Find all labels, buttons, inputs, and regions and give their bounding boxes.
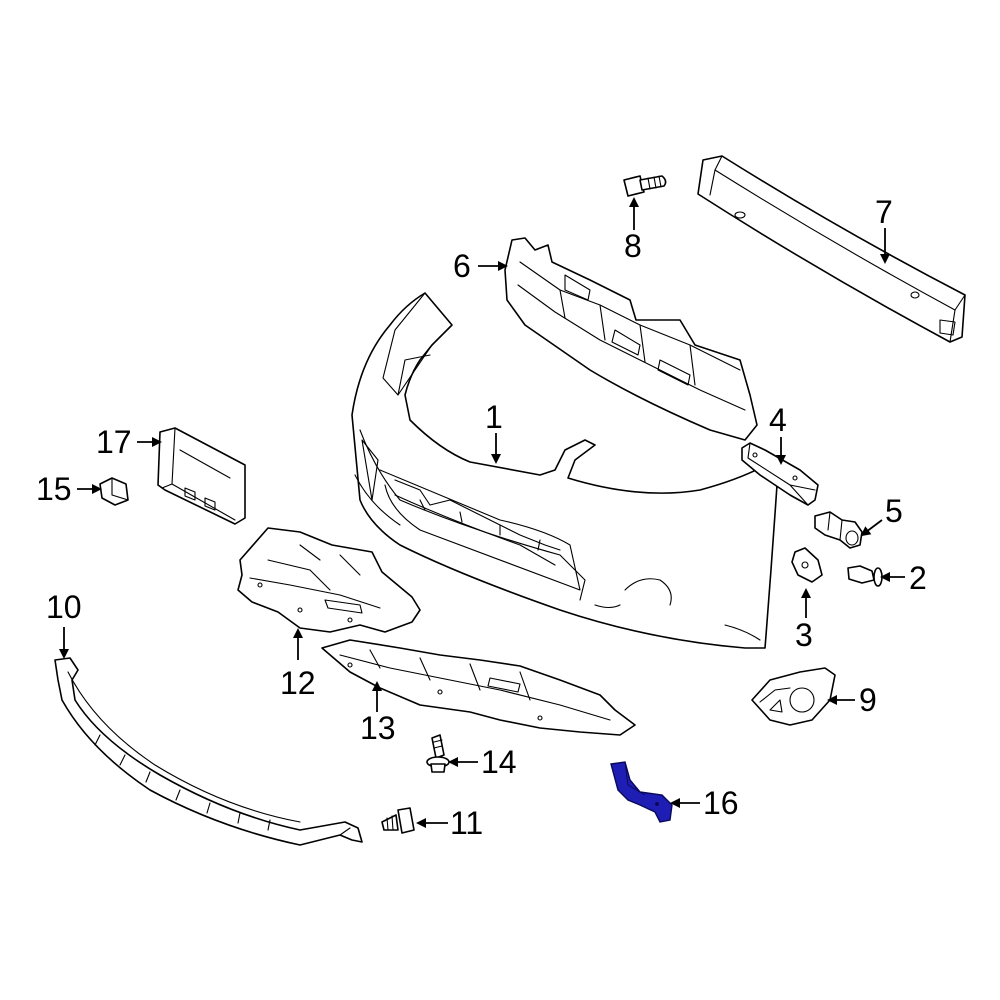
- part-16-bracket[interactable]: [610, 761, 673, 823]
- part-17-license-plate-bracket[interactable]: [157, 427, 246, 525]
- part-13-lower-splash-shield[interactable]: [321, 639, 636, 736]
- leader-lines: [59, 197, 905, 828]
- part-11-screw[interactable]: [381, 807, 415, 834]
- part-14-bolt[interactable]: [426, 734, 450, 773]
- callout-9[interactable]: 9: [859, 682, 877, 718]
- callout-10[interactable]: 10: [46, 589, 82, 625]
- callout-13[interactable]: 13: [360, 710, 396, 746]
- callout-2[interactable]: 2: [909, 560, 927, 596]
- callout-17[interactable]: 17: [96, 424, 132, 460]
- callout-15[interactable]: 15: [36, 471, 72, 507]
- callout-11[interactable]: 11: [450, 805, 483, 841]
- callout-14[interactable]: 14: [481, 744, 517, 780]
- part-15-clip[interactable]: [99, 477, 129, 506]
- callout-7[interactable]: 7: [875, 194, 893, 230]
- part-12-splash-shield[interactable]: [237, 527, 421, 633]
- part-5-clip[interactable]: [814, 511, 863, 549]
- callout-4[interactable]: 4: [769, 402, 787, 438]
- callout-3[interactable]: 3: [795, 617, 813, 653]
- callout-6[interactable]: 6: [453, 248, 471, 284]
- leader-5: [860, 519, 883, 537]
- callout-5[interactable]: 5: [885, 493, 903, 529]
- part-10-lower-molding[interactable]: [54, 657, 363, 846]
- part-2-push-pin[interactable]: [847, 565, 883, 587]
- callout-8[interactable]: 8: [624, 228, 642, 264]
- part-8-bolt[interactable]: [623, 175, 667, 197]
- callout-labels: 1 2 3 4 5 6 7 8 9 10 11 12 13 14 15 16 1…: [36, 194, 927, 841]
- part-3-retainer[interactable]: [791, 547, 823, 583]
- part-9-fog-lamp-bezel[interactable]: [751, 667, 836, 726]
- callout-1[interactable]: 1: [485, 399, 503, 435]
- part-1-bumper-cover[interactable]: [351, 292, 779, 649]
- part-4-bracket[interactable]: [741, 442, 819, 506]
- callout-12[interactable]: 12: [280, 665, 316, 701]
- part-6-energy-absorber[interactable]: [504, 237, 758, 441]
- callout-16[interactable]: 16: [703, 785, 739, 821]
- part-7-reinforcement-bar[interactable]: [697, 155, 966, 343]
